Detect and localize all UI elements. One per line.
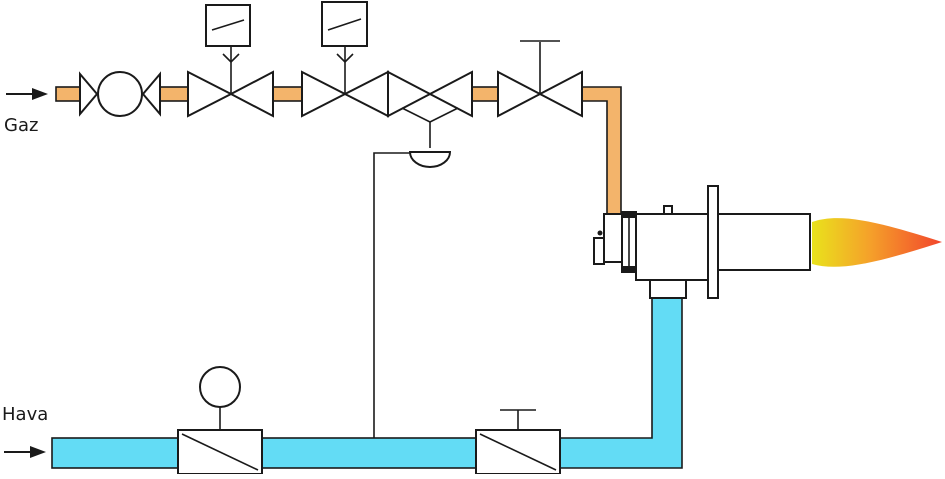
air-pipe bbox=[51, 297, 683, 469]
gas-pipe bbox=[55, 86, 622, 215]
pressure-regulator-icon bbox=[387, 70, 473, 168]
solenoid-valve-1-icon bbox=[187, 4, 274, 118]
gas-inlet-arrow-icon bbox=[6, 88, 48, 100]
solenoid-valve-2-icon bbox=[301, 1, 389, 118]
gas-filter-icon bbox=[79, 71, 161, 117]
air-label: Hava bbox=[2, 404, 48, 425]
gas-label: Gaz bbox=[4, 115, 38, 136]
air-valve-icon bbox=[475, 409, 561, 475]
gas-manual-valve-icon bbox=[497, 40, 583, 118]
impulse-line bbox=[373, 152, 410, 438]
air-flow-meter-icon bbox=[177, 366, 263, 475]
flame-icon bbox=[812, 218, 942, 267]
burner-icon bbox=[593, 185, 811, 299]
air-inlet-arrow-icon bbox=[4, 446, 46, 458]
